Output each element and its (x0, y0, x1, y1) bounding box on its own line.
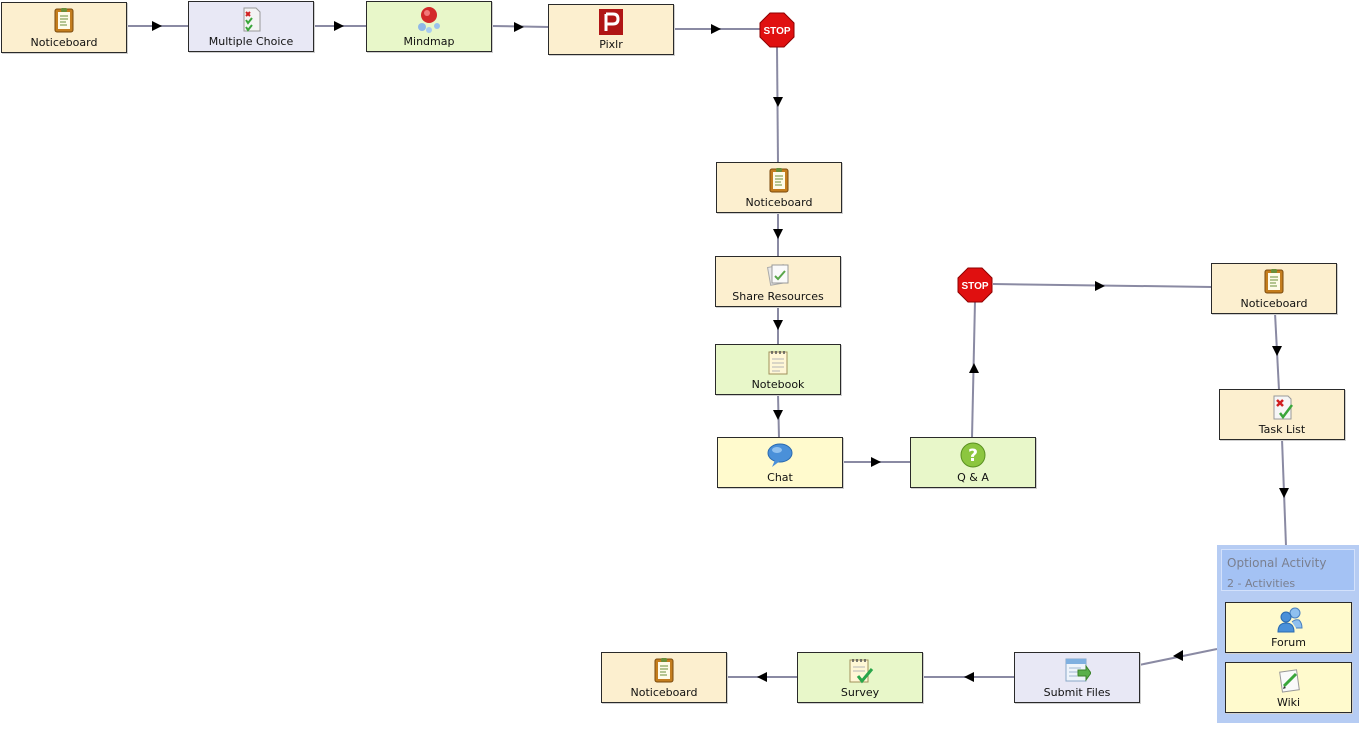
arrowhead-6 (773, 229, 783, 239)
chat-bubble-icon (767, 443, 793, 467)
arrowhead-8 (773, 410, 783, 420)
activity-survey[interactable]: Survey (797, 652, 923, 703)
stop-sign-icon (759, 12, 795, 48)
activity-label: Pixlr (599, 38, 623, 51)
activity-label: Submit Files (1043, 686, 1111, 699)
stop-label: STOP (961, 281, 988, 292)
activity-label: Noticeboard (630, 686, 698, 699)
activity-task-list[interactable]: Task List (1219, 389, 1345, 440)
stop-gate-1[interactable]: STOP (759, 12, 795, 48)
arrowhead-1 (152, 21, 162, 31)
activity-noticeboard-2[interactable]: Noticeboard (716, 162, 842, 213)
activity-chat[interactable]: Chat (717, 437, 843, 488)
stop-gate-2[interactable]: STOP (957, 267, 993, 303)
activity-label: Noticeboard (745, 196, 813, 209)
arrowhead-10 (969, 363, 979, 373)
activity-wiki[interactable]: Wiki (1225, 662, 1352, 713)
question-icon: ? (960, 442, 986, 468)
arrowhead-11 (1095, 281, 1105, 291)
activity-label: Share Resources (732, 290, 824, 303)
arrowhead-3 (514, 22, 524, 32)
stop-label: STOP (763, 26, 790, 37)
noticeboard-icon (1264, 269, 1284, 294)
arrowhead-15 (964, 672, 974, 682)
noticeboard-icon (654, 658, 674, 683)
activity-label: Q & A (957, 471, 989, 484)
activity-label: Multiple Choice (208, 35, 294, 48)
arrowhead-7 (773, 320, 783, 330)
activity-label: Notebook (751, 378, 805, 391)
arrowhead-9 (871, 457, 881, 467)
optional-activity-count: 2 - Activities (1227, 577, 1296, 590)
submit-files-icon (1065, 658, 1091, 682)
activity-share-resources[interactable]: Share Resources (715, 256, 841, 307)
activity-mindmap[interactable]: Mindmap (366, 1, 492, 52)
activity-label: Forum (1271, 636, 1306, 649)
stop-sign-icon (957, 267, 993, 303)
activity-noticeboard-3[interactable]: Noticeboard (1211, 263, 1337, 314)
activity-label: Noticeboard (30, 36, 98, 49)
wiki-page-icon (1278, 669, 1300, 693)
activity-label: Mindmap (403, 35, 455, 48)
activity-label: Noticeboard (1240, 297, 1308, 310)
noticeboard-icon (769, 168, 789, 193)
activity-label: Survey (840, 686, 880, 699)
arrowhead-16 (757, 672, 767, 682)
pixlr-icon (599, 9, 623, 35)
optional-activity-header: Optional Activity 2 - Activities (1221, 549, 1355, 591)
forum-users-icon (1276, 607, 1303, 633)
activity-multiple-choice[interactable]: Multiple Choice (188, 1, 314, 52)
notebook-icon (768, 351, 788, 375)
activity-submit-files[interactable]: Submit Files (1014, 652, 1140, 703)
activity-forum[interactable]: Forum (1225, 602, 1352, 653)
activity-label: Chat (767, 471, 793, 484)
activity-qa[interactable]: ? Q & A (910, 437, 1036, 488)
mindmap-icon (418, 7, 440, 33)
arrowhead-13 (1279, 488, 1289, 498)
arrowhead-12 (1272, 346, 1282, 356)
optional-activity-container[interactable]: Optional Activity 2 - Activities Forum W… (1217, 545, 1359, 723)
activity-pixlr[interactable]: Pixlr (548, 4, 674, 55)
activity-label: Task List (1258, 423, 1306, 436)
arrowhead-2 (334, 21, 344, 31)
svg-text:?: ? (968, 446, 978, 466)
arrowhead-5 (773, 97, 783, 107)
arrowhead-4 (711, 24, 721, 34)
activity-notebook[interactable]: Notebook (715, 344, 841, 395)
noticeboard-icon (54, 8, 74, 33)
multiple-choice-icon (243, 7, 261, 32)
arrowhead-14 (1173, 650, 1183, 661)
activity-label: Wiki (1276, 696, 1301, 709)
task-list-icon (1273, 395, 1293, 420)
optional-activity-title: Optional Activity (1227, 556, 1327, 570)
activity-noticeboard-1[interactable]: Noticeboard (1, 2, 127, 53)
activity-noticeboard-4[interactable]: Noticeboard (601, 652, 727, 703)
share-resources-icon (766, 264, 789, 286)
survey-icon (849, 659, 874, 684)
